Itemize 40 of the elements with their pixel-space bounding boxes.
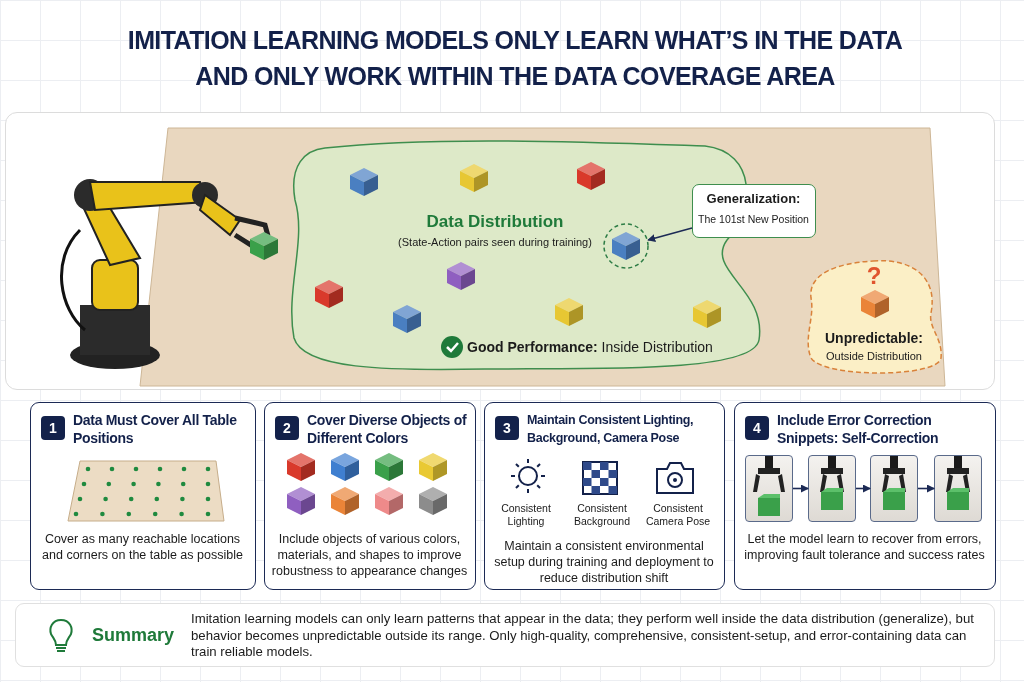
number-badge: 3 — [495, 416, 519, 440]
card-description: Let the model learn to recover from errors, improving fault tolerance and success rates — [743, 531, 986, 563]
callout-box — [692, 184, 816, 238]
icon-caption: Consistent Background — [572, 502, 631, 528]
performance-note: Good Performance: Inside Distribution — [467, 339, 713, 355]
summary-card — [15, 603, 995, 667]
page-title: IMITATION LEARNING MODELS ONLY LEARN WHAT’S IN THE DATA AND ONLY WORK WITHIN THE DATA COVERAGE AREA — [126, 25, 904, 92]
card-heading: Cover Diverse Objects of Different Colors — [307, 411, 467, 447]
number-badge: 1 — [41, 416, 65, 440]
info-card — [30, 402, 256, 590]
arrow — [855, 484, 871, 493]
card-description: Maintain a consistent environmental setup during training and deployment to reduce distribution shift — [493, 538, 715, 586]
info-card — [484, 402, 725, 590]
icon-caption: Consistent Lighting — [500, 502, 552, 528]
gripper-drawing — [934, 455, 982, 522]
region-heading: Data Distribution — [425, 212, 565, 232]
arrow — [917, 484, 935, 493]
region-heading: Unpredictable: — [824, 330, 924, 346]
gripper-drawing — [745, 455, 793, 522]
question-mark: ? — [865, 262, 883, 290]
card-description: Cover as many reachable locations and corners on the table as possible — [41, 531, 244, 563]
card-heading: Data Must Cover All Table Positions — [73, 411, 238, 447]
arrow — [792, 484, 809, 493]
card-heading: Include Error Correction Snippets: Self-Correction — [777, 411, 940, 447]
number-badge: 4 — [745, 416, 769, 440]
callout-heading: Generalization: — [705, 191, 802, 206]
info-card — [734, 402, 996, 590]
region-subtitle: (State-Action pairs seen during training) — [397, 236, 593, 248]
icon-caption: Consistent Camera Pose — [644, 502, 712, 528]
gripper-drawing — [808, 455, 856, 522]
arrow — [647, 227, 693, 242]
card-heading: Maintain Consistent Lighting, Background, Camera Pose — [527, 412, 695, 447]
summary-text: Imitation learning models can only learn patterns that appear in the data; they perform well inside the data distribution (generalize), but behavior becomes unpredictable outside its range. Only high-quality, comprehensive, consistent-setup, and error-containing data can train reliable models. — [191, 611, 975, 661]
summary-heading: Summary — [92, 625, 175, 646]
number-badge: 2 — [275, 416, 299, 440]
callout-text: The 101st New Position — [697, 213, 810, 225]
card-description: Include objects of various colors, materials, and shapes to improve robustness to appearance changes — [270, 531, 469, 579]
gripper-drawing — [870, 455, 918, 522]
region-subtitle: Outside Distribution — [825, 350, 923, 362]
info-card — [264, 402, 476, 590]
